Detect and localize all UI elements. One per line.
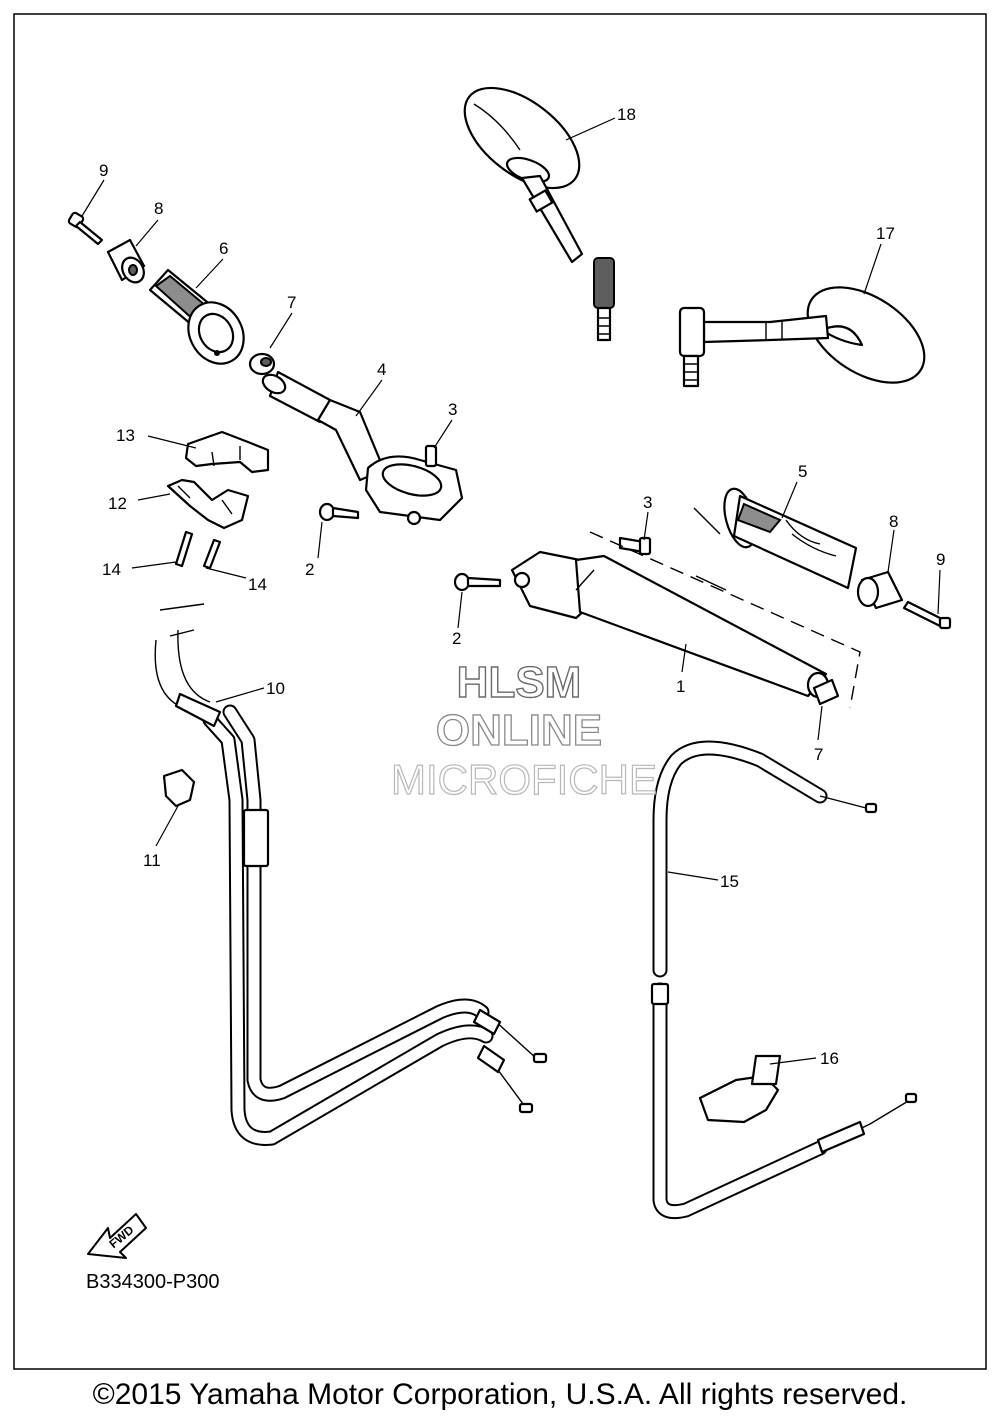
callout-4: 4 (377, 360, 386, 379)
callout-6: 6 (219, 239, 228, 258)
callout-3-right: 3 (643, 493, 652, 512)
mirror-part-17 (678, 286, 926, 388)
collar-part-7-left (248, 352, 276, 376)
clamp-part-12 (166, 478, 250, 530)
watermark-line-1: HLSM (457, 658, 582, 707)
mirror-part-18 (463, 86, 615, 342)
page-border (13, 13, 987, 1370)
bar-end-part-8-left (106, 238, 146, 284)
leader-lines (81, 117, 941, 1065)
callout-16: 16 (820, 1049, 839, 1068)
watermark-line-2: ONLINE (436, 706, 602, 755)
bar-end-part-8-right (856, 570, 904, 610)
grip-part-5 (723, 487, 858, 590)
bolt-part-9-right (902, 600, 952, 630)
callout-14-left: 14 (102, 560, 121, 579)
callout-9-left: 9 (99, 161, 108, 180)
callout-15: 15 (720, 872, 739, 891)
callout-9-right: 9 (936, 550, 945, 569)
cable-clip-part-11 (162, 768, 196, 808)
watermark-line-3: MICROFICHE (391, 756, 657, 803)
callout-12: 12 (108, 494, 127, 513)
screw-part-14-b (202, 538, 222, 570)
callout-10: 10 (266, 679, 285, 698)
callout-13: 13 (116, 426, 135, 445)
callout-7-left: 7 (287, 293, 296, 312)
screw-part-3-left (424, 444, 438, 468)
bolt-part-2-left (318, 502, 360, 522)
screw-part-14-a (174, 530, 194, 568)
callout-17: 17 (876, 224, 895, 243)
callout-11: 11 (143, 851, 161, 870)
forward-arrow-icon: FWD (87, 1213, 147, 1259)
grip-part-6 (148, 268, 245, 365)
bolt-part-2-right (453, 572, 502, 592)
callout-8-left: 8 (154, 199, 163, 218)
handlebar-part-1 (510, 550, 830, 699)
collar-part-7-right (812, 678, 840, 706)
throttle-cables-part-10 (154, 603, 548, 1146)
callout-3-left: 3 (448, 400, 457, 419)
cable-clamp-part-16 (698, 1054, 782, 1124)
callout-8-right: 8 (889, 512, 898, 531)
callout-7-right: 7 (814, 745, 823, 764)
callout-18: 18 (617, 105, 636, 124)
callout-2-left: 2 (305, 560, 314, 579)
handlebar-part-4 (261, 370, 464, 526)
callout-14-right: 14 (248, 575, 267, 594)
callout-1: 1 (676, 677, 685, 696)
bolt-part-9-left (67, 211, 104, 246)
diagram-code: B334300-P300 (86, 1271, 219, 1293)
copyright-notice: ©2015 Yamaha Motor Corporation, U.S.A. A… (92, 1378, 908, 1411)
callout-5: 5 (798, 462, 807, 481)
clamp-part-13 (184, 430, 270, 474)
clutch-cable-part-15 (650, 740, 918, 1220)
callout-2-right: 2 (452, 629, 461, 648)
